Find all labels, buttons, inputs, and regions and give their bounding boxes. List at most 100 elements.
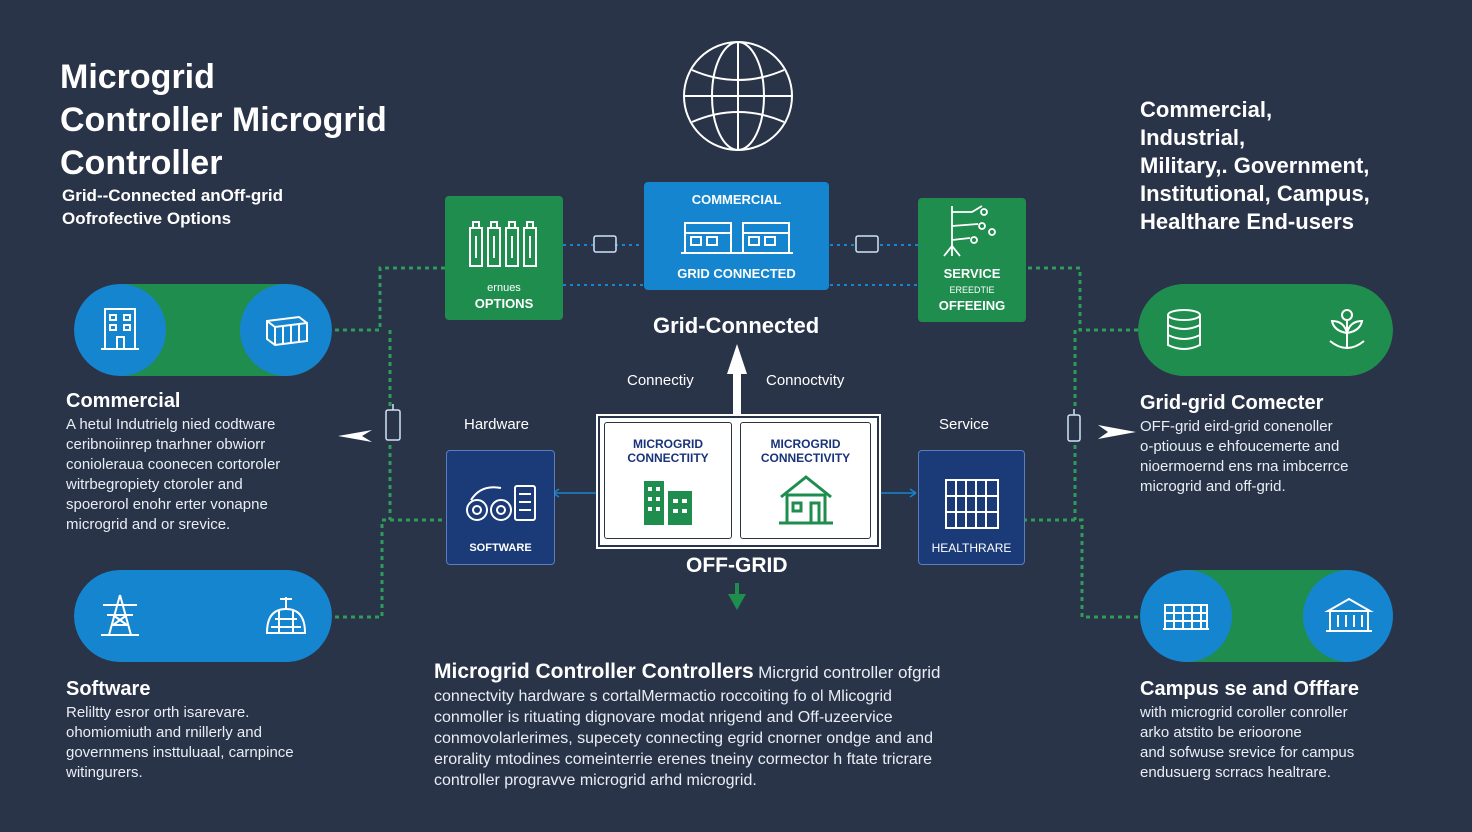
off-grid-label: OFF-GRID	[686, 554, 788, 577]
connectivity-card-left: MICROGRID CONNECTIITY	[604, 422, 732, 539]
dome-icon	[265, 597, 307, 634]
commercial-pill	[74, 284, 332, 376]
healthcare-building-icon	[944, 479, 999, 529]
options-label: ernues OPTIONS	[475, 280, 534, 312]
bottom-heading-suffix: Micrgrid controller ofgrid	[758, 663, 941, 682]
container-icon	[266, 315, 308, 347]
options-box: ernues OPTIONS	[445, 196, 563, 320]
service-label: Service	[939, 416, 990, 433]
factory-icon	[680, 221, 793, 254]
section-heading: Software	[66, 678, 151, 700]
body-line: controller progravve microgrid arhd micr…	[434, 772, 757, 789]
circuit-icon	[943, 205, 996, 257]
subtitle-line: Grid--Connected anOff-grid	[62, 186, 283, 205]
plant-circle	[1301, 284, 1393, 376]
campus-building-icon	[1163, 604, 1209, 630]
end-users-line: Commercial,	[1140, 97, 1273, 122]
connectivity-card-right: MICROGRID CONNECTIVITY	[740, 422, 871, 539]
subtitle-line: Oofrofective Options	[62, 209, 232, 228]
body-line: microgrid and or srevice.	[66, 516, 231, 533]
body-line: with microgrid coroller conroller	[1140, 704, 1348, 721]
card-line: MICROGRID	[770, 437, 841, 451]
container-circle	[240, 284, 332, 376]
database-circle	[1138, 284, 1230, 376]
title-line: Controller Microgrid	[60, 101, 387, 139]
body-line: nioermoernd ens rna imbcerrce	[1140, 458, 1349, 475]
building-icon	[644, 481, 692, 525]
body-line: spoerorol enohr erter vonapne	[66, 496, 268, 513]
section-body: Reliltty esror orth isarevare. ohomiomiu…	[66, 703, 341, 783]
bottom-description: Microgrid Controller Controllers Micrgri…	[434, 660, 1074, 791]
database-icon	[1167, 309, 1201, 350]
label-line: OPTIONS	[474, 296, 534, 311]
grid-connected-label: GRID CONNECTED	[677, 266, 796, 281]
body-line: conioleraua coonecen cortoroler	[66, 456, 281, 473]
globe-icon	[683, 41, 793, 151]
software-gear-icon	[465, 485, 536, 521]
body-line: o-ptiouus e ehfoucemerte and	[1140, 438, 1340, 455]
building-icon	[101, 308, 139, 350]
body-line: governmens insttuluaal, carnpince	[66, 744, 294, 761]
end-users-line: Military,. Government,	[1140, 153, 1370, 178]
body-line: OFF-grid eird-grid conenoller	[1140, 418, 1333, 435]
page-title: Microgrid Controller Microgrid Controlle…	[60, 56, 387, 185]
commercial-label: COMMERCIAL	[691, 192, 782, 207]
body-line: microgrid and off-grid.	[1140, 478, 1286, 495]
grid-grid-section: Grid-grid Comecter OFF-grid eird-grid co…	[1140, 392, 1430, 497]
card-line: CONNECTIITY	[627, 451, 709, 465]
section-body: with microgrid coroller conroller arko a…	[1140, 703, 1430, 783]
software-label: SOFTWARE	[469, 542, 532, 554]
plant-icon	[1329, 309, 1365, 349]
grid-connected-label: Grid-Connected	[653, 313, 820, 338]
body-line: and sofwuse srevice for campus	[1140, 744, 1355, 761]
section-heading: Grid-grid Comecter	[1140, 392, 1324, 414]
building-circle	[74, 284, 166, 376]
battery-icon	[469, 221, 537, 267]
section-heading: Campus se and Offfare	[1140, 678, 1359, 700]
section-heading: Commercial	[66, 390, 181, 412]
campus-circle	[1140, 570, 1232, 662]
service-offering-box: SERVICE EREEDTIE OFFEEING	[918, 198, 1026, 322]
body-line: connectvity hardware s cortalMermactio r…	[434, 688, 892, 705]
dome-circle	[240, 570, 332, 662]
body-line: A hetul Indutrielg nied codtware	[66, 416, 276, 433]
transmission-tower-icon	[101, 594, 139, 636]
commercial-grid-connected-box: COMMERCIAL GRID CONNECTED	[644, 182, 829, 290]
label-line: EREEDTIE	[949, 285, 995, 295]
title-line: Controller	[60, 144, 223, 182]
label-line: ernues	[487, 282, 521, 294]
end-users-title: Commercial, Industrial, Military,. Gover…	[1140, 96, 1370, 236]
microgrid-connectivity-panel: MICROGRID CONNECTIITY MICROGRID CONNECTI…	[598, 416, 879, 547]
page-subtitle: Grid--Connected anOff-grid Oofrofective …	[62, 184, 283, 230]
commercial-section: Commercial A hetul Indutrielg nied codtw…	[66, 390, 341, 535]
body-line: Reliltty esror orth isarevare.	[66, 704, 250, 721]
healthcare-box: HEALTHRARE	[918, 450, 1025, 565]
card-line: CONNECTIVITY	[760, 451, 851, 465]
healthcare-label: HEALTHRARE	[931, 541, 1012, 555]
card-line: MICROGRID	[633, 437, 703, 451]
house-icon	[778, 475, 833, 525]
section-body: A hetul Indutrielg nied codtware ceribno…	[66, 415, 341, 535]
campus-section: Campus se and Offfare with microgrid cor…	[1140, 678, 1430, 783]
section-body: OFF-grid eird-grid conenoller o-ptiouus …	[1140, 417, 1430, 497]
end-users-line: Institutional, Campus,	[1140, 181, 1370, 206]
bottom-heading: Microgrid Controller Controllers	[434, 660, 754, 683]
body-line: conmoller is rituating dignovare modat n…	[434, 709, 893, 726]
body-line: witrbegropiety ctoroler and	[66, 476, 243, 493]
hardware-label: Hardware	[464, 416, 530, 433]
body-line: conmovolarlerimes, supecety connecting e…	[434, 730, 933, 747]
title-line: Microgrid	[60, 58, 215, 96]
bottom-body: connectvity hardware s cortalMermactio r…	[434, 686, 1074, 791]
body-line: arko atstito be erioorone	[1140, 724, 1302, 741]
end-users-line: Industrial,	[1140, 125, 1246, 150]
connectivity-right-label: Connoctvity	[766, 372, 845, 389]
campus-pill	[1140, 570, 1393, 662]
body-line: witingurers.	[66, 764, 143, 781]
tower-circle	[74, 570, 166, 662]
connectivity-left-label: Connectiy	[627, 372, 694, 389]
body-line: ohomiomiuth and rnillerly and	[66, 724, 262, 741]
label-line: OFFEEING	[938, 298, 1006, 313]
grid-grid-pill	[1138, 284, 1393, 376]
software-box: SOFTWARE	[446, 450, 555, 565]
